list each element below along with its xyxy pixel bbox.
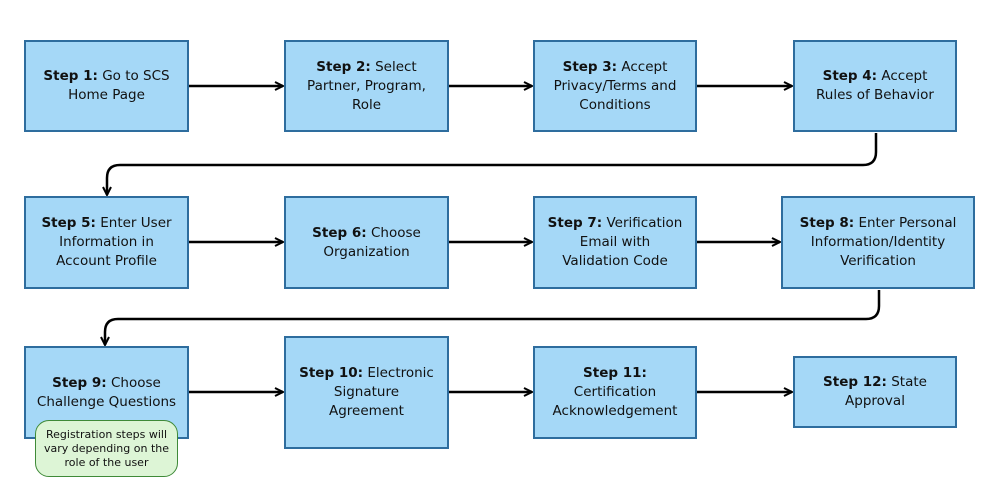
step-8-text: Enter Personal Information/Identity Veri…	[810, 215, 957, 269]
step-7-title: Step 7:	[547, 215, 603, 231]
step-8-title: Step 8:	[799, 215, 855, 231]
step-7-text: Verification Email with Validation Code	[562, 215, 683, 269]
step-5-box: Step 5: Enter User Information in Accoun…	[24, 196, 189, 289]
step-11-box: Step 11: Certification Acknowledgement	[533, 346, 697, 439]
step-3-text: Accept Privacy/Terms and Conditions	[553, 58, 677, 113]
step-7-box: Step 7: Verification Email with Validati…	[533, 196, 697, 289]
step-8-box: Step 8: Enter Personal Information/Ident…	[781, 196, 975, 289]
step-5-title: Step 5:	[41, 215, 96, 231]
step-6-box: Step 6: Choose Organization	[284, 196, 449, 289]
step-2-box: Step 2: Select Partner, Program, Role	[284, 40, 449, 132]
step-2-text: Select Partner, Program, Role	[307, 58, 426, 113]
step-4-box: Step 4: Accept Rules of Behavior	[793, 40, 957, 132]
step-10-title: Step 10:	[299, 365, 364, 381]
registration-note: Registration steps will vary depending o…	[35, 420, 178, 477]
step-1-box: Step 1: Go to SCS Home Page	[24, 40, 189, 132]
step-4-text: Accept Rules of Behavior	[816, 68, 934, 103]
step-12-text: State Approval	[845, 374, 927, 409]
step-3-box: Step 3: Accept Privacy/Terms and Conditi…	[533, 40, 697, 132]
step-9-title: Step 9:	[52, 374, 107, 391]
step-6-title: Step 6:	[312, 224, 367, 241]
step-11-title: Step 11:	[583, 365, 647, 381]
step-3-title: Step 3:	[562, 58, 618, 75]
step-6-text: Choose Organization	[323, 224, 421, 260]
step-1-title: Step 1:	[43, 68, 98, 84]
step-10-box: Step 10: Electronic Signature Agreement	[284, 336, 449, 449]
step-2-title: Step 2:	[316, 58, 371, 75]
step-9-text: Choose Challenge Questions	[36, 374, 177, 410]
registration-note-text: Registration steps will vary depending o…	[44, 427, 169, 469]
arrow-step8-to-step9	[105, 290, 881, 345]
step-12-box: Step 12: State Approval	[793, 356, 957, 428]
step-1-text: Go to SCS Home Page	[68, 68, 170, 103]
step-11-text: Certification Acknowledgement	[552, 384, 678, 419]
arrow-step4-to-step5	[107, 133, 878, 195]
step-10-text: Electronic Signature Agreement	[329, 365, 434, 419]
step-4-title: Step 4:	[822, 68, 878, 84]
step-12-title: Step 12:	[823, 374, 887, 390]
step-5-text: Enter User Information in Account Profil…	[56, 215, 172, 269]
